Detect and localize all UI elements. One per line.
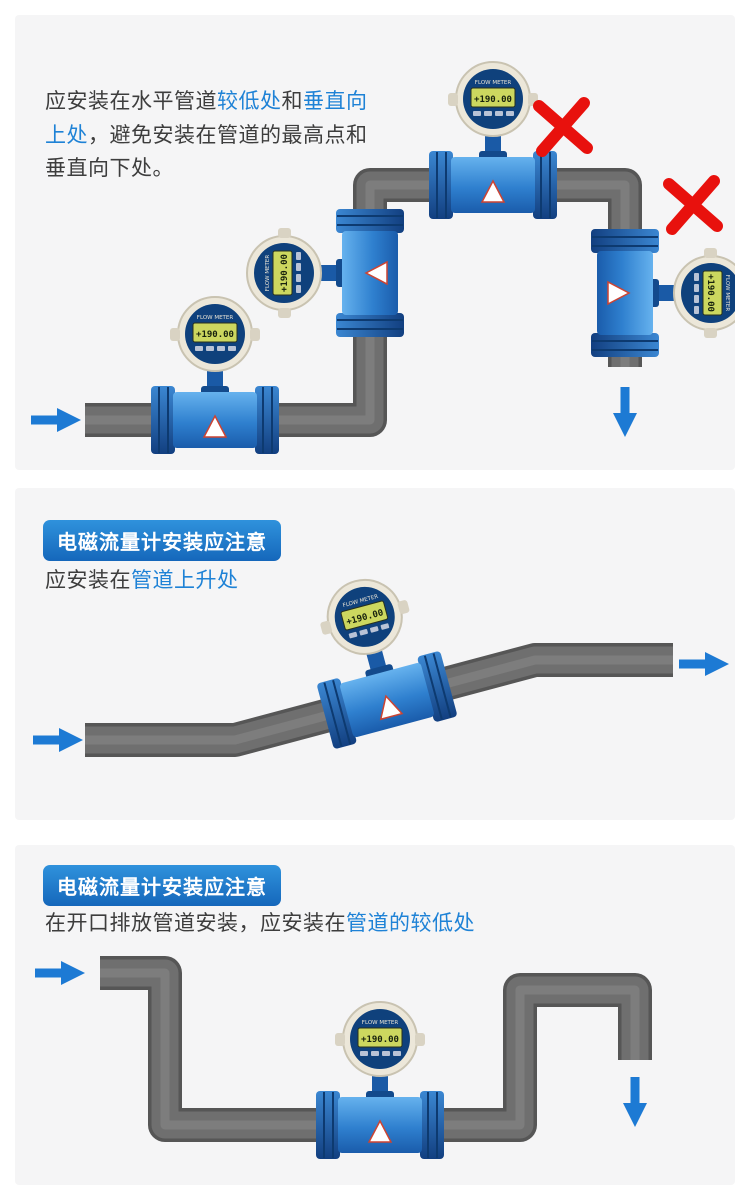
pipeline-diagram-1: FLOW METER +190.00 (15, 61, 735, 455)
notice-badge-label: 电磁流量计安装应注意 (57, 530, 267, 554)
red-x-icon (539, 103, 587, 151)
notice-badge: 电磁流量计安装应注意 (43, 865, 281, 906)
open-discharge-arrow (623, 1077, 647, 1127)
notice-badge-label: 电磁流量计安装应注意 (57, 875, 267, 899)
highlight-lower-position: 较低处 (217, 89, 282, 113)
flow-in-arrow (31, 408, 81, 432)
text-run: 应安装在 (45, 568, 131, 592)
notice-badge: 电磁流量计安装应注意 (43, 520, 281, 561)
flow-out-arrow (679, 652, 729, 676)
text-run: 和 (281, 89, 303, 113)
flowmeter-wrong-vertical-down (590, 228, 735, 358)
pipe-run (100, 956, 652, 1142)
instruction-text-3: 在开口排放管道安装，应安装在管道的较低处 (45, 907, 475, 941)
flowmeter-correct-horizontal-low (150, 296, 280, 455)
flow-out-arrow (613, 387, 637, 437)
red-x-icon (669, 181, 717, 229)
text-run: ，避免安装在管道的最高点和垂直向下处。 (45, 122, 368, 181)
flow-in-arrow (35, 961, 85, 985)
flowmeter-wrong-highest-point (428, 61, 558, 220)
highlight-rising-section: 管道上升处 (131, 568, 239, 592)
panel-horizontal-install-rules: FLOW METER +190.00 (15, 15, 735, 470)
flowmeter-correct-vertical-up (246, 208, 405, 338)
instruction-text-2: 应安装在管道上升处 (45, 564, 239, 598)
text-run: 在开口排放管道安装，应安装在 (45, 911, 346, 935)
pipeline-diagram-3 (15, 956, 652, 1160)
pipeline-diagram-2 (15, 563, 735, 757)
instruction-text-1: 应安装在水平管道较低处和垂直向上处，避免安装在管道的最高点和垂直向下处。 (45, 85, 383, 186)
highlight-vertical-up: 垂直向上处 (45, 89, 368, 147)
highlight-lower-section: 管道的较低处 (346, 911, 475, 935)
panel-open-discharge-rule: 电磁流量计安装应注意 在开口排放管道安装，应安装在管道的较低处 (15, 845, 735, 1185)
flow-in-arrow (33, 728, 83, 752)
panel-rising-pipe-rule: 电磁流量计安装应注意 应安装在管道上升处 (15, 488, 735, 820)
text-run: 应安装在水平管道 (45, 89, 217, 113)
flowmeter-correct-low-section (315, 1001, 445, 1160)
